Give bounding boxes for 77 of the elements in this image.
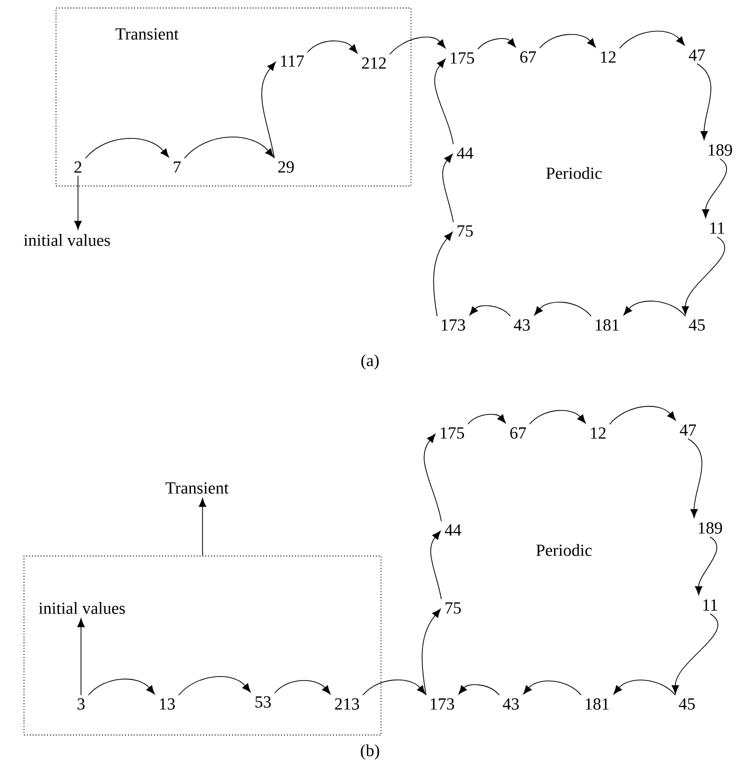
number-label: 7 [174,161,181,173]
number-label: 175 [440,427,464,439]
arrow [623,300,686,317]
arrow [682,236,726,316]
number-label: 11 [710,222,724,234]
arrow [539,34,596,49]
arrow [702,158,727,218]
panel-caption: (b) [360,744,380,760]
dotted-box [24,556,382,736]
number-label: 2 [74,161,82,173]
number-label: 47 [680,424,696,436]
number-label: 44 [456,147,474,159]
arrow [688,438,702,518]
number-label: 173 [442,319,466,331]
number-label: 75 [446,602,461,614]
number-label: 175 [450,52,474,64]
number-label: 212 [362,57,386,69]
number-label: 12 [591,427,606,439]
arrow [672,613,718,694]
number-label: 3 [78,698,85,710]
arrow [274,680,331,694]
region-label: Periodic [546,167,602,179]
arrow [434,58,454,145]
number-label: 189 [698,522,722,534]
number-label: 45 [678,698,695,710]
arrow [523,680,582,696]
number-label: 47 [688,49,705,61]
number-label: 45 [688,319,705,331]
number-label: 181 [586,698,609,710]
arrow [261,62,276,159]
arrow [74,175,82,230]
number-label: 75 [458,225,473,237]
arrow [77,618,85,696]
panel-caption: (a) [361,354,379,370]
number-label: 173 [430,698,454,710]
number-label: 44 [444,524,462,536]
number-label: 53 [256,696,271,708]
arrow [458,684,500,696]
arrow [430,530,442,600]
number-label: 29 [278,161,294,173]
arrow [178,676,251,696]
number-label: 189 [708,144,732,156]
arrow [534,302,592,316]
arrow [433,232,453,317]
number-label: 117 [281,55,304,67]
arrow [198,498,206,556]
number-label: 11 [703,599,718,611]
arrow [477,38,516,50]
arrow [390,36,446,55]
arrow [442,154,454,223]
arrow [85,138,169,159]
text-label: initial values [24,234,110,246]
number-label: 12 [601,51,616,63]
text-label: initial values [38,602,125,614]
arrow [424,434,442,522]
number-label: 67 [510,427,526,439]
arrow [619,30,685,49]
arrow [469,305,511,317]
number-label: 181 [596,319,619,331]
number-label: 43 [514,319,530,331]
arrow [467,414,506,425]
region-label: Periodic [536,544,592,556]
number-label: 13 [160,698,175,710]
arrow [422,608,441,696]
arrow [88,678,155,696]
number-label: 213 [335,698,360,710]
arrow [307,40,358,54]
text-label: Transient [166,482,229,494]
arrow [613,680,676,696]
arrow [529,410,586,425]
arrow [362,680,426,696]
arrow [184,136,274,159]
number-label: 43 [502,698,519,710]
arrow [696,63,712,140]
arrow [609,406,676,425]
number-label: 67 [520,51,536,63]
arrow [694,536,718,596]
